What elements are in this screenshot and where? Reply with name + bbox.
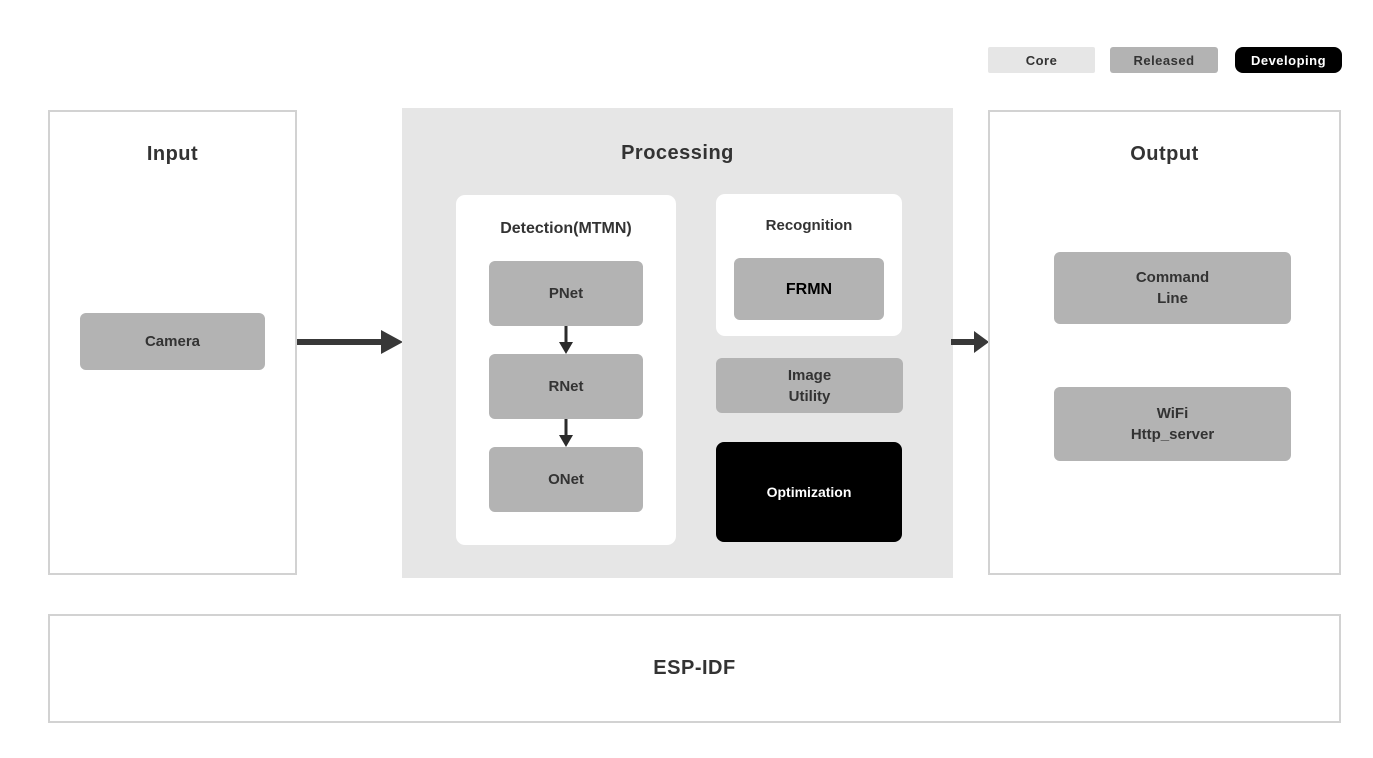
optimization-node: Optimization: [716, 442, 902, 542]
esp-idf-panel: ESP-IDF: [48, 614, 1341, 723]
camera-node: Camera: [80, 313, 265, 370]
legend-released: Released: [1110, 47, 1218, 73]
recognition-title: Recognition: [765, 217, 853, 234]
recognition-group: Recognition FRMN: [716, 194, 902, 336]
processing-panel: Processing Detection(MTMN) PNet RNet ONe…: [402, 108, 953, 578]
rnet-node: RNet: [489, 354, 643, 419]
legend-developing: Developing: [1235, 47, 1342, 73]
processing-title: Processing: [621, 142, 734, 164]
output-title: Output: [1130, 143, 1199, 165]
detection-group: Detection(MTMN) PNet RNet ONet: [456, 195, 676, 545]
image-utility-node: Image Utility: [716, 358, 903, 413]
esp-idf-title: ESP-IDF: [653, 657, 736, 679]
input-title: Input: [146, 143, 199, 165]
onet-node: ONet: [489, 447, 643, 512]
detection-title: Detection(MTMN): [500, 220, 632, 237]
input-to-processing-arrow-icon: [297, 327, 403, 357]
wifi-http-server-node: WiFi Http_server: [1054, 387, 1291, 461]
output-panel: Output Command Line WiFi Http_server: [988, 110, 1341, 575]
rnet-to-onet-arrow-icon: [558, 419, 574, 447]
legend-core: Core: [988, 47, 1095, 73]
pnet-to-rnet-arrow-icon: [558, 326, 574, 354]
frmn-node: FRMN: [734, 258, 884, 320]
input-panel: Input Camera: [48, 110, 297, 575]
processing-to-output-arrow-icon: [951, 327, 989, 357]
pnet-node: PNet: [489, 261, 643, 326]
command-line-node: Command Line: [1054, 252, 1291, 324]
